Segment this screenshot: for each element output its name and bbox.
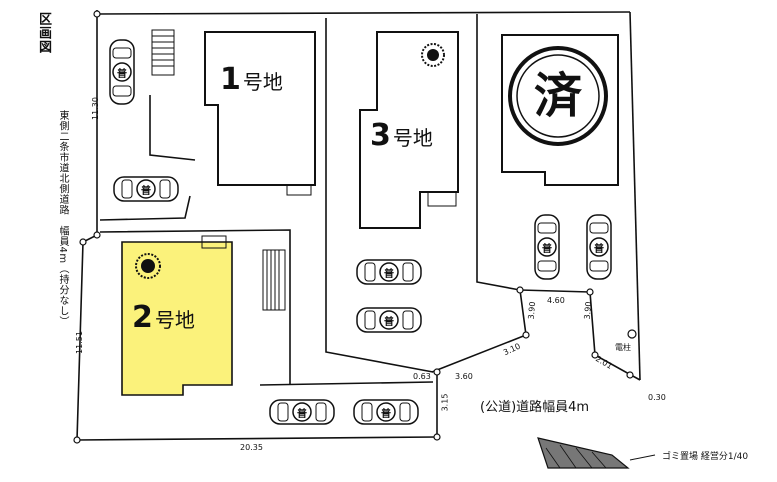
lot-2-building (121, 241, 233, 396)
lot-3-suffix: 号地 (392, 126, 433, 150)
car-label: 普 (381, 408, 391, 420)
lot-1-suffix: 号地 (242, 70, 283, 94)
pole-label: 電柱 (615, 343, 631, 352)
car-label: 普 (594, 243, 604, 255)
left-road-label: 東側二条市道北側道路 幅員4m（持分なし） (57, 110, 68, 327)
car-label: 普 (384, 268, 394, 280)
dim-6: 3.60 (455, 372, 473, 381)
boundary-inner-1 (325, 18, 434, 373)
parked-car: 普 (268, 398, 336, 426)
car-label: 普 (297, 408, 307, 420)
car-label: 普 (384, 316, 394, 328)
public-road-label: (公道)道路幅員4m (480, 400, 590, 415)
lot-3-building (359, 31, 459, 229)
lot-2-suffix: 号地 (154, 308, 195, 332)
dim-1: 3.90 (526, 301, 538, 320)
dim-460: 4.60 (547, 296, 565, 305)
tree-icon (135, 253, 161, 279)
boundary-bottom (76, 436, 438, 441)
staircase-2 (262, 249, 286, 311)
garbage-area (537, 437, 630, 469)
dim-left-bottom: 11.51 (74, 331, 84, 354)
dim-5: 0.63 (413, 372, 431, 381)
page-title: 区画図 (36, 12, 51, 54)
parked-car: 普 (585, 213, 613, 281)
cul-de-sac-left (431, 289, 527, 373)
parked-car: 普 (108, 38, 136, 106)
sold-mark: 済 (533, 68, 582, 124)
boundary-left (76, 10, 98, 441)
parked-car: 普 (533, 213, 561, 281)
car-label: 普 (117, 68, 127, 80)
lot-2-number: 2 (132, 300, 153, 335)
car-label: 普 (542, 243, 552, 255)
dim-8: 0.30 (648, 393, 666, 402)
garbage-label: ゴミ置場 経営分1/40 (662, 452, 749, 462)
boundary-markers (73, 10, 637, 444)
parked-car: 普 (355, 258, 423, 286)
dim-2: 3.90 (582, 301, 594, 320)
dim-top-left: 11.30 (90, 97, 100, 120)
lot-3-number: 3 (370, 118, 391, 153)
boundary-inner-2 (476, 14, 521, 291)
dim-7: 3.15 (440, 393, 450, 412)
parked-car: 普 (352, 398, 420, 426)
sold-mark-circle (508, 46, 608, 146)
lot-1-number: 1 (220, 62, 241, 97)
boundary-right (629, 11, 641, 381)
parked-car: 普 (355, 306, 423, 334)
boundary-top (96, 11, 631, 15)
dim-bottom: 20.35 (240, 443, 263, 452)
lot-1-building (204, 31, 316, 186)
staircase (151, 29, 175, 76)
parked-car: 普 (112, 175, 180, 203)
car-label: 普 (141, 185, 151, 197)
tree-icon (421, 43, 445, 67)
